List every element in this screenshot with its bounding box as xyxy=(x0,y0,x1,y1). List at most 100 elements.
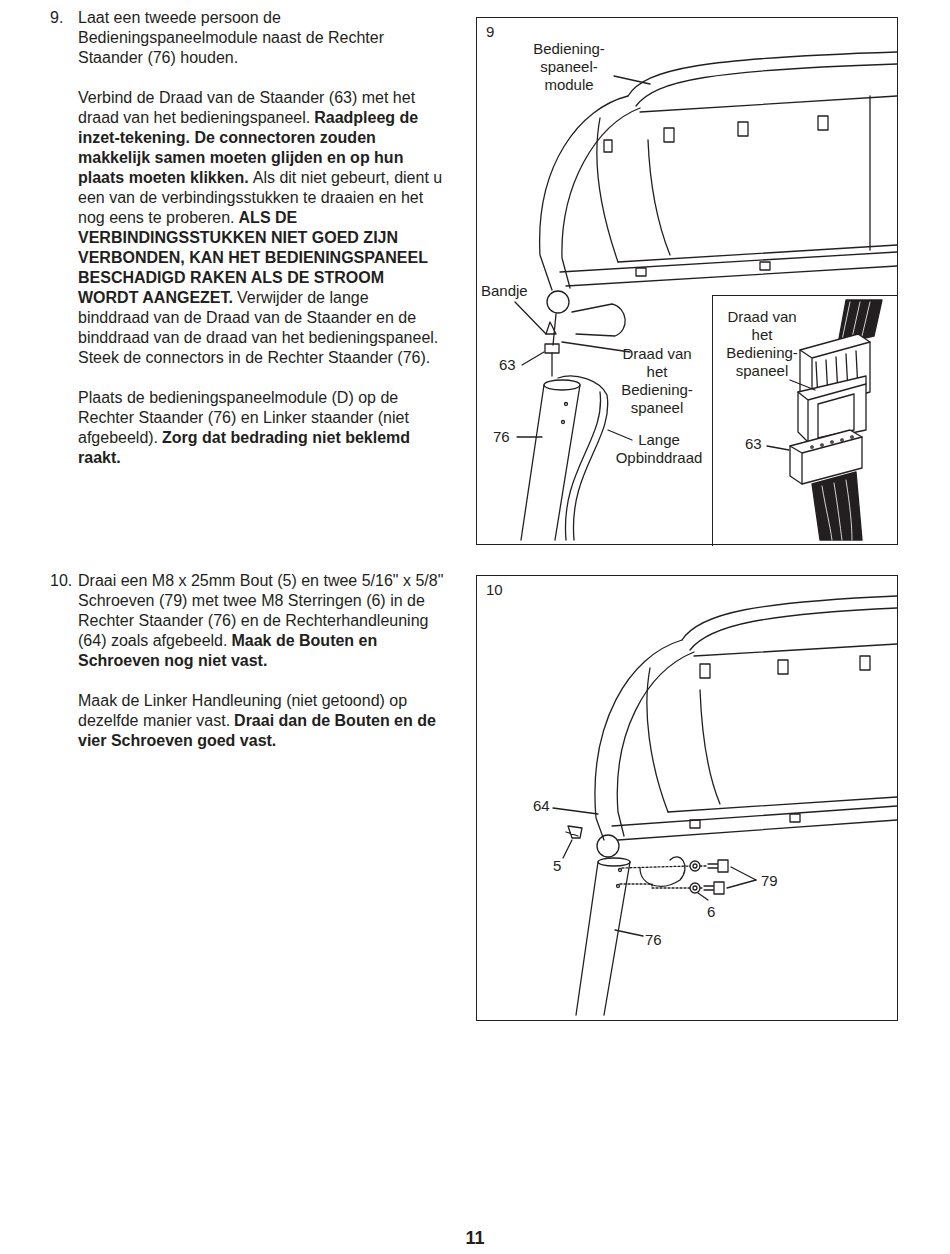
right-upright-76 xyxy=(576,835,685,1015)
connector-inset-drawing-part xyxy=(811,446,813,448)
figure-frame: 9Bediening- spaneel- moduleBandje 63 Draad… xyxy=(476,17,898,545)
text-block: Draai een M8 x 25mm Bout (5) en twee 5/1… xyxy=(78,571,444,771)
connector-inset-drawing-part xyxy=(798,376,866,442)
connector-inset-drawing-part xyxy=(851,436,853,438)
console-module-drawing-part xyxy=(597,118,618,262)
connector-inset-drawing-part xyxy=(831,441,833,443)
wires-part xyxy=(565,392,600,540)
console-module-drawing-part xyxy=(595,640,682,840)
callout-number: 76 xyxy=(645,931,662,949)
figure-number: 9 xyxy=(486,23,494,41)
leader-lines-part xyxy=(515,302,546,334)
console-module-drawing-part xyxy=(617,652,694,836)
console-module-drawing-part xyxy=(604,140,612,152)
console-module-drawing-part xyxy=(647,668,668,812)
text-block: 9. xyxy=(50,8,78,48)
hardware xyxy=(566,826,728,894)
callout-number: 5 xyxy=(553,857,561,875)
callout-number: 6 xyxy=(707,903,715,921)
leader-lines-part xyxy=(553,808,598,814)
right-upright-76-part xyxy=(547,291,569,313)
console-module-drawing-part xyxy=(628,52,897,96)
leader-lines-part xyxy=(608,430,632,440)
paragraph: Maak de Linker Handleuning (niet getoond… xyxy=(78,691,444,751)
leader-lines-part xyxy=(615,930,643,936)
text-block: 11 xyxy=(0,1228,950,1254)
right-upright-76-part xyxy=(617,885,620,888)
console-module-drawing-part xyxy=(618,820,897,840)
wires-part xyxy=(545,344,559,353)
callout-number: 76 xyxy=(493,428,510,446)
callout-number: 63 xyxy=(499,356,516,374)
console-module-drawing-part xyxy=(860,656,870,670)
right-upright-76-part xyxy=(619,869,622,872)
callout-label: Draad van het Bediening- spaneel xyxy=(715,308,809,380)
hardware-part xyxy=(693,886,697,890)
figure-number: 10 xyxy=(486,581,503,599)
callout-label: Bandje xyxy=(481,282,528,300)
callout-label: Draad van het Bediening- spaneel xyxy=(611,345,703,417)
console-module-drawing-part xyxy=(818,116,828,130)
leader-lines-part xyxy=(727,880,756,888)
right-upright-76-part xyxy=(565,403,568,406)
right-upright-76-part xyxy=(640,857,685,886)
paragraph: 11 xyxy=(0,1228,950,1248)
callout-number: 64 xyxy=(533,797,550,815)
console-module-drawing xyxy=(595,596,897,840)
hardware-part xyxy=(693,864,697,868)
console-module-drawing-part xyxy=(690,608,897,650)
right-upright-76-part xyxy=(521,385,544,540)
callout-number: 79 xyxy=(761,872,778,890)
leader-lines xyxy=(553,808,756,936)
connector-inset-drawing-part xyxy=(841,439,843,441)
paragraph: Draai een M8 x 25mm Bout (5) en twee 5/1… xyxy=(78,571,444,671)
right-upright-76-part xyxy=(597,835,619,857)
paragraph: 9. xyxy=(50,8,78,28)
console-module-drawing-part xyxy=(540,96,628,290)
paragraph: Verbind de Draad van de Staander (63) me… xyxy=(78,88,444,368)
console-module-drawing-part xyxy=(760,262,770,270)
right-upright-76-part xyxy=(544,380,580,390)
console-module-drawing-part xyxy=(700,690,720,804)
leader-lines-part xyxy=(614,76,650,84)
hardware-part xyxy=(700,866,708,888)
console-module-drawing-part xyxy=(566,266,897,286)
text-block: 10. xyxy=(50,571,78,611)
console-module-drawing-part xyxy=(778,660,788,674)
console-module-drawing-part xyxy=(694,644,897,656)
figure-frame: 10 64 5 79 6 76 xyxy=(476,575,898,1021)
hardware-part xyxy=(690,861,700,871)
hardware-part xyxy=(704,882,724,894)
right-upright-76-part xyxy=(555,385,580,540)
callout-label: Bediening- spaneel- module xyxy=(523,40,615,94)
console-module-drawing-part xyxy=(700,664,710,678)
hardware-part xyxy=(566,826,582,838)
console-module-drawing-part xyxy=(664,128,674,142)
paragraph: 10. xyxy=(50,571,78,591)
hardware-part xyxy=(620,866,690,888)
console-module-drawing-part xyxy=(636,268,646,276)
wires-part xyxy=(558,376,608,540)
connector-inset-drawing-part xyxy=(767,446,789,450)
leader-lines-part xyxy=(731,867,756,880)
page-number: 11 xyxy=(465,1228,484,1248)
console-module-drawing-part xyxy=(869,96,870,250)
console-module-drawing-part xyxy=(668,797,897,812)
step-number: 10. xyxy=(50,572,72,589)
step-number: 9. xyxy=(50,9,63,26)
instruction-text: Laat een tweede persoon de Bedieningspan… xyxy=(78,9,384,66)
wires-part xyxy=(551,353,552,376)
console-module-drawing-part xyxy=(790,814,800,822)
right-upright-76-part xyxy=(604,862,630,1015)
wires-part xyxy=(546,322,556,334)
paragraph: Plaats de bedieningspaneelmodule (D) op … xyxy=(78,388,444,468)
text-block: Laat een tweede persoon de Bedieningspan… xyxy=(78,8,444,488)
leader-lines-part xyxy=(522,352,544,365)
right-upright-76 xyxy=(521,291,625,540)
connector-inset-drawing-part xyxy=(812,472,862,540)
console-module-drawing-part xyxy=(690,820,700,828)
leader-lines-part xyxy=(517,436,542,437)
console-module-drawing-part xyxy=(636,64,897,106)
connector-inset-drawing-part xyxy=(822,480,852,540)
